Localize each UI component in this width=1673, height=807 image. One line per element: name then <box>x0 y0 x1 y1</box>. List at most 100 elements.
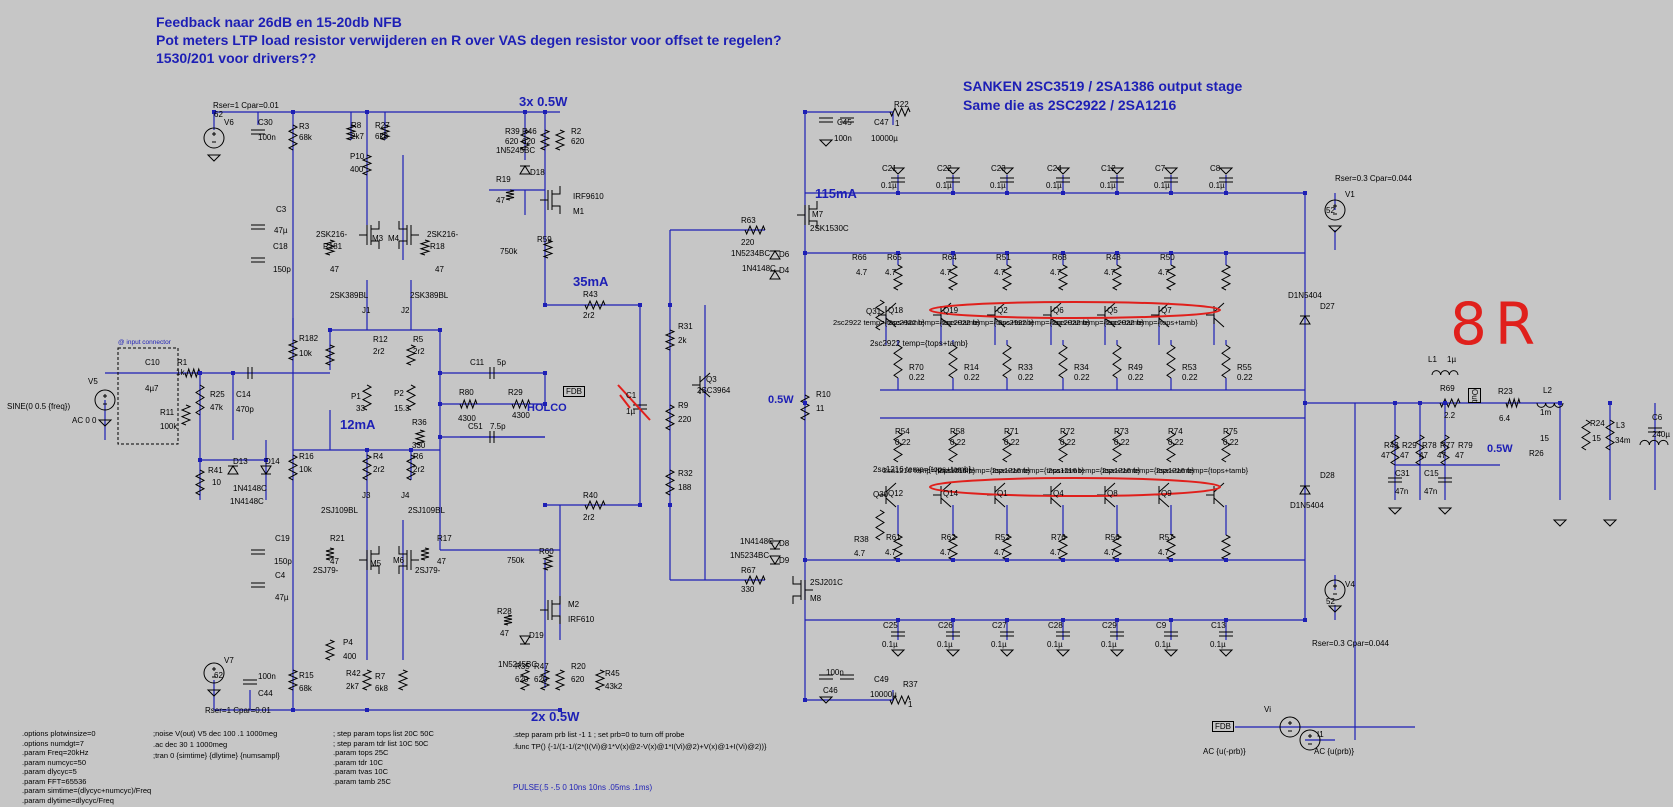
component-label: 1µ <box>626 407 636 416</box>
component-label: 2sa1216 temp={tops+tamb} <box>1048 466 1141 475</box>
resistor-symbol <box>947 264 959 291</box>
component-label: 2k <box>678 336 687 345</box>
mosfet-symbol <box>359 221 380 249</box>
component-label: 6k8 <box>375 684 388 693</box>
component-label: 0.1µ <box>882 640 898 649</box>
transistor-symbol <box>933 302 952 328</box>
component-label: R5 <box>413 335 424 344</box>
component-label: P2 <box>394 389 404 398</box>
component-label: R23 <box>1498 387 1513 396</box>
component-label: L1 <box>1428 355 1437 364</box>
resistor-symbol <box>287 124 299 151</box>
resistor-symbol <box>893 431 903 463</box>
component-label: 4.7 <box>854 549 866 558</box>
component-label: D1N5404 <box>1288 291 1322 300</box>
resistor-symbol <box>1111 534 1123 561</box>
v4-params-label: Rser=0.3 Cpar=0.044 <box>1312 639 1389 648</box>
component-label: 6k8 <box>375 132 388 141</box>
resistor-symbol <box>1439 397 1461 409</box>
component-label: R182 <box>299 334 319 343</box>
component-label: R20 <box>571 662 586 671</box>
component-label: 47 <box>496 196 505 205</box>
component-label: V5 <box>88 377 98 386</box>
component-label: M4 <box>388 234 400 243</box>
junction <box>523 110 527 114</box>
i1-ac-label: AC {u(prb)} <box>1314 747 1355 756</box>
resistor-symbol <box>554 129 566 151</box>
ground-symbol <box>206 154 222 162</box>
component-label: C21 <box>882 164 897 173</box>
component-label: 2.2 <box>1444 411 1456 420</box>
component-label: M7 <box>812 210 824 219</box>
component-label: C47 <box>874 118 889 127</box>
component-label: 1N5245BC <box>498 660 538 669</box>
junction <box>1005 191 1009 195</box>
component-label: 4.7 <box>856 268 868 277</box>
junction <box>1061 251 1065 255</box>
component-label: 7.5p <box>490 422 506 431</box>
component-label: 62 <box>214 671 223 680</box>
junction <box>1115 558 1119 562</box>
directive-line: .param numcyc=50 <box>22 757 86 767</box>
resistor-symbol <box>1165 534 1177 561</box>
component-label: V1 <box>1345 190 1355 199</box>
ground-symbol <box>1109 649 1125 657</box>
power-note-2x: 2x 0.5W <box>531 709 580 724</box>
component-label: 188 <box>678 483 692 492</box>
diode-symbol <box>519 635 531 645</box>
resistor-symbol <box>1220 534 1232 561</box>
directive-line: .param dlycyc=5 <box>22 767 77 776</box>
resistor-symbol <box>1057 264 1069 291</box>
component-label: R33 <box>1018 363 1033 372</box>
component-label: 47n <box>1424 487 1438 496</box>
component-label: R16 <box>299 452 314 461</box>
component-label: 0.1µ <box>991 640 1007 649</box>
resistor-symbol <box>664 404 676 431</box>
component-label: 2r2 <box>373 465 385 474</box>
component-label: 68k <box>299 133 312 142</box>
mosfet-symbol <box>540 596 561 624</box>
ground-symbol <box>945 167 961 175</box>
component-label: 5p <box>497 358 506 367</box>
component-label: R36 <box>412 418 427 427</box>
component-label: R8 <box>351 121 362 130</box>
component-label: 47n <box>1395 487 1409 496</box>
resistor-symbol <box>584 499 606 511</box>
resistor-symbol <box>1440 434 1450 466</box>
component-label: 4.7 <box>1158 548 1170 557</box>
junction <box>1303 191 1307 195</box>
component-label: 2r2 <box>373 347 385 356</box>
directive-line: .param tvas 10C <box>333 767 389 776</box>
source-polarity <box>1308 734 1312 745</box>
component-label: R75 <box>1223 427 1238 436</box>
component-label: R49 <box>1128 363 1143 372</box>
mosfet-symbol <box>792 576 813 604</box>
resistor-symbol <box>361 454 373 481</box>
directive-line: .func TP() {-1/(1-1/(2*(I(Vi)@1*V(x)@2-V… <box>513 742 767 751</box>
component-label: 2r2 <box>413 347 425 356</box>
component-label: 2SK216- <box>316 230 348 239</box>
junction <box>1115 251 1119 255</box>
component-label: 47 <box>500 629 509 638</box>
junction <box>1303 618 1307 622</box>
component-label: Q12 <box>888 489 904 498</box>
component-label: M2 <box>568 600 580 609</box>
ground-symbol <box>1218 167 1234 175</box>
component-label: R10 <box>816 390 831 399</box>
component-label: C19 <box>275 534 290 543</box>
resistor-symbol <box>947 534 959 561</box>
power-note-r10: 0.5W <box>768 394 794 406</box>
component-label: 470p <box>236 405 254 414</box>
inductor-symbol <box>1639 439 1669 446</box>
component-label: L2 <box>1543 386 1552 395</box>
resistor-symbol <box>405 384 417 411</box>
ground-symbol <box>890 649 906 657</box>
ground-symbol <box>97 419 113 427</box>
component-label: D18 <box>530 168 545 177</box>
resistor-symbol <box>405 454 417 481</box>
component-label: C14 <box>236 390 251 399</box>
title-line-2: Pot meters LTP load resistor verwijderen… <box>156 32 782 48</box>
component-label: D1N5404 <box>1290 501 1324 510</box>
ground-symbol <box>1602 519 1618 527</box>
resistor-symbol <box>505 189 515 201</box>
